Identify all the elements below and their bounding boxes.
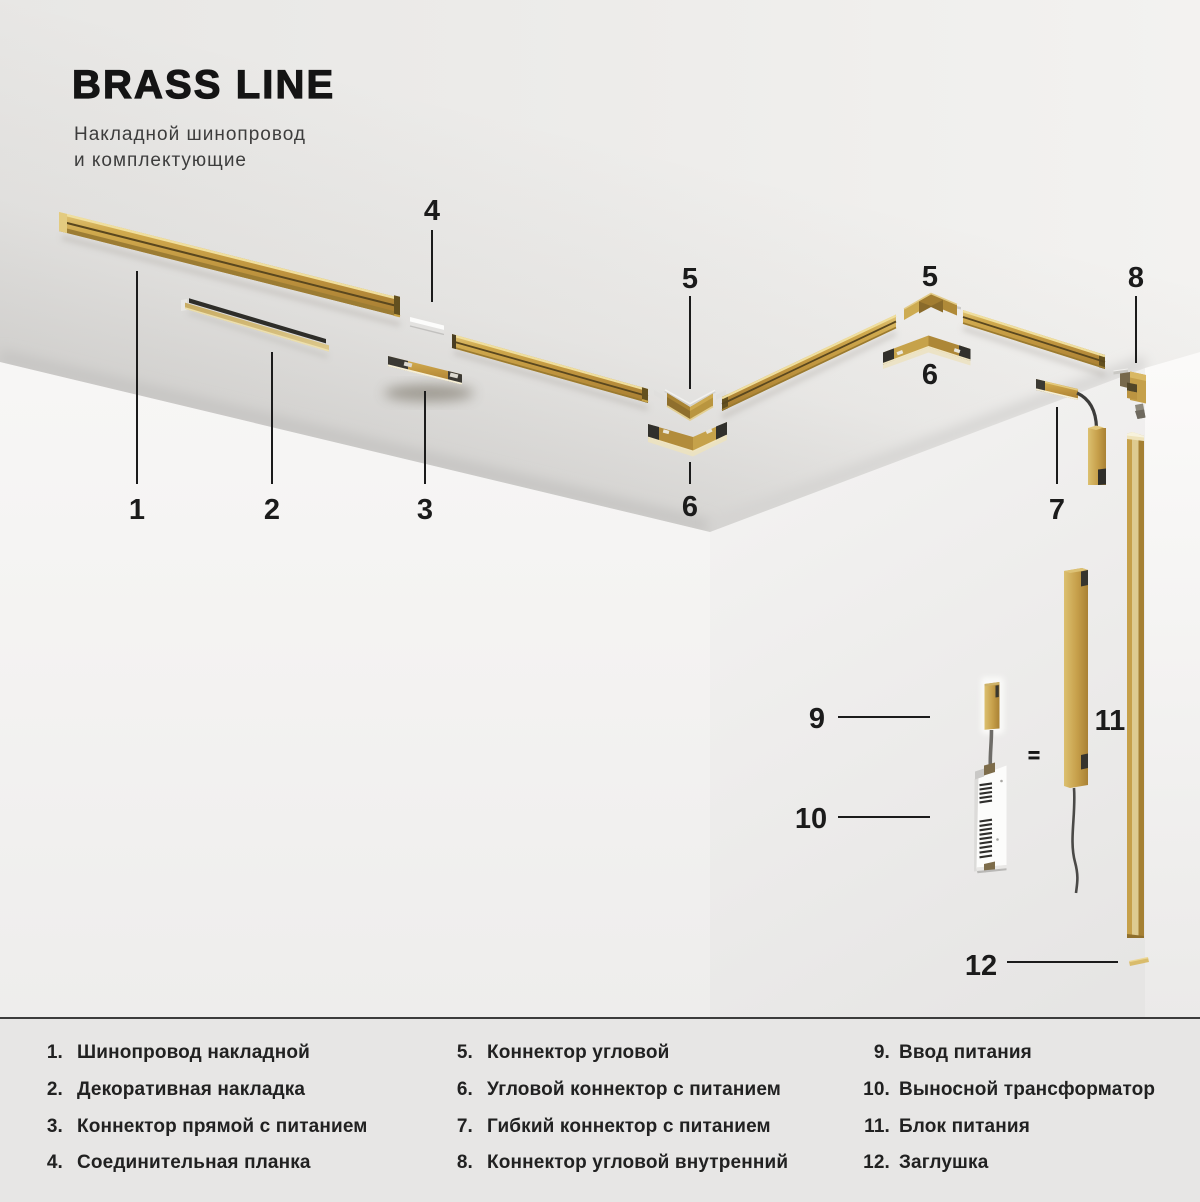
- svg-text:1: 1: [129, 494, 145, 526]
- svg-text:2: 2: [264, 494, 280, 526]
- svg-text:12: 12: [965, 950, 997, 982]
- svg-text:6: 6: [922, 359, 938, 391]
- svg-text:5: 5: [922, 261, 938, 293]
- svg-text:3: 3: [417, 494, 433, 526]
- svg-text:6: 6: [682, 491, 698, 523]
- svg-text:8: 8: [1128, 262, 1144, 294]
- svg-text:4: 4: [424, 195, 440, 227]
- svg-text:9: 9: [809, 703, 825, 735]
- svg-text:10: 10: [795, 803, 827, 835]
- svg-text:7: 7: [1049, 494, 1065, 526]
- svg-text:5: 5: [682, 263, 698, 295]
- svg-text:11: 11: [1095, 705, 1126, 737]
